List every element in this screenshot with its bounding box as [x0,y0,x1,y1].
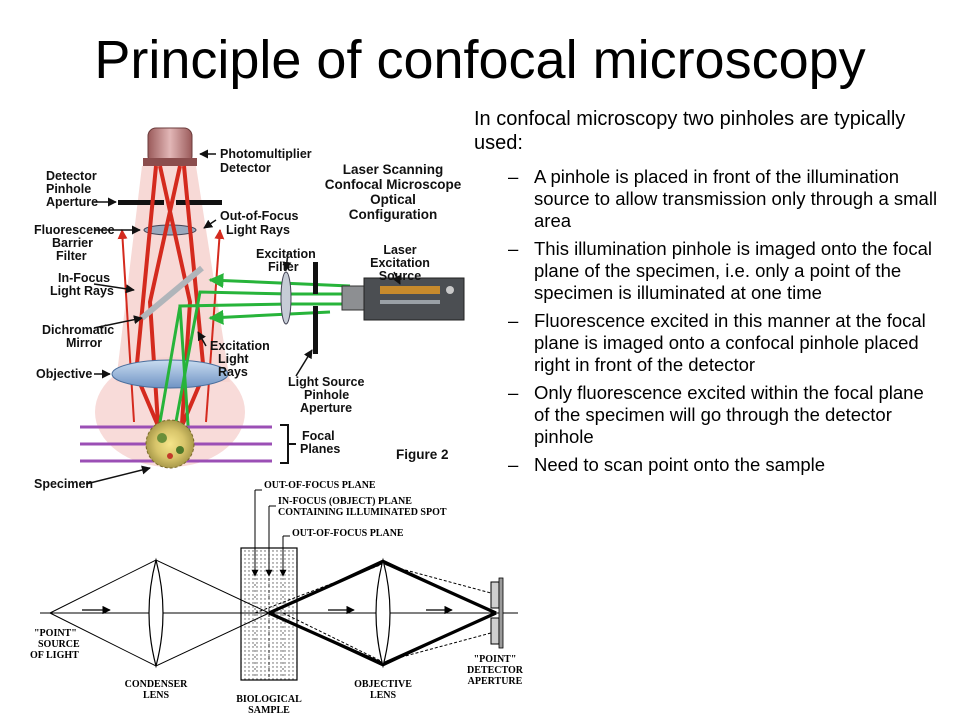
bullet-text: Only fluorescence excited within the foc… [534,382,924,447]
confocal-ray-diagram: OUT-OF-FOCUS PLANE IN-FOCUS (OBJECT) PLA… [30,480,524,716]
barrier-filter [143,224,197,236]
excitation-filter [280,271,292,325]
label-out-of-focus-plane-2: OUT-OF-FOCUS PLANE [292,528,404,539]
label-specimen: Specimen [34,477,93,491]
specimen [145,419,195,469]
source-pinhole-plate [313,262,318,294]
bullet-item: –This illumination pinhole is imaged ont… [500,238,940,304]
bullet-text: Fluorescence excited in this manner at t… [534,310,926,375]
bullet-list: –A pinhole is placed in front of the ill… [500,166,940,482]
bullet-marker: – [508,310,519,331]
bullet-item: –Fluorescence excited in this manner at … [500,310,940,376]
objective-lens-diagram [375,557,391,669]
bullet-text: A pinhole is placed in front of the illu… [534,166,938,231]
detector-aperture [490,577,504,649]
label-objective: Objective [36,367,92,381]
slide-title: Principle of confocal microscopy [94,30,866,90]
bullet-item: –A pinhole is placed in front of the ill… [500,166,940,232]
label-out-of-focus-plane-top: OUT-OF-FOCUS PLANE [264,480,376,491]
bullet-text: This illumination pinhole is imaged onto… [534,238,932,303]
bullet-text: Need to scan point onto the sample [534,454,826,475]
detector-pinhole-plate [118,200,164,205]
condenser-lens [148,557,164,669]
dichromatic-mirror [140,265,204,321]
bullet-item: –Only fluorescence excited within the fo… [500,382,940,448]
out-of-focus-rays [117,229,225,423]
laser-source [341,277,465,321]
bullet-marker: – [508,238,519,259]
intro-text: In confocal microscopy two pinholes are … [474,108,906,154]
bullet-marker: – [508,454,519,475]
label-figure-number: Figure 2 [396,447,449,462]
bullet-marker: – [508,382,519,403]
bullet-item: –Need to scan point onto the sample [500,454,940,476]
excitation-rays [158,273,351,455]
bullet-marker: – [508,166,519,187]
